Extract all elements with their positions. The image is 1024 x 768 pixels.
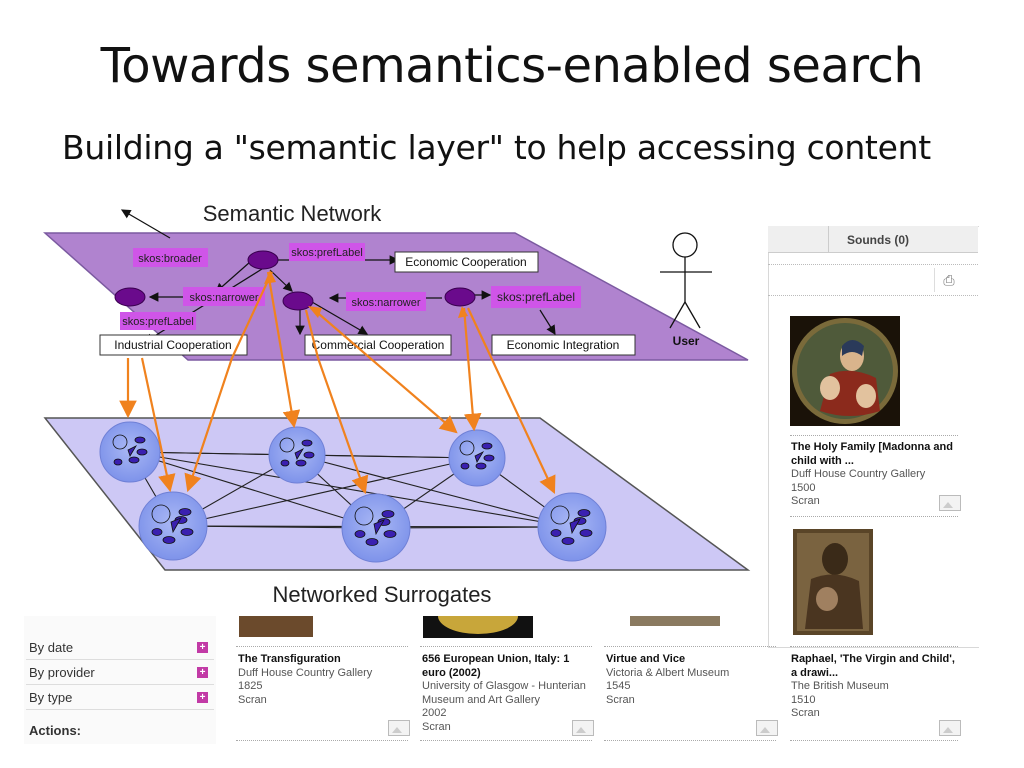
- image-placeholder-icon[interactable]: [939, 495, 961, 511]
- result-source: Scran: [791, 707, 820, 719]
- facet-panel: [24, 616, 216, 744]
- result-thumbnail[interactable]: [790, 316, 900, 426]
- user-label: User: [673, 334, 700, 348]
- concept-label: Economic Cooperation: [405, 255, 526, 269]
- expand-plus-icon[interactable]: +: [197, 642, 208, 653]
- slide-subtitle: Building a "semantic layer" to help acce…: [62, 128, 931, 167]
- result-title[interactable]: Virtue and Vice: [606, 653, 686, 665]
- result-source: Scran: [606, 693, 635, 706]
- divider: [236, 646, 408, 647]
- relation-label: skos:broader: [138, 253, 202, 265]
- result-card[interactable]: Raphael, 'The Virgin and Child', a drawi…: [791, 653, 963, 721]
- divider: [790, 740, 958, 741]
- result-thumbnail[interactable]: [239, 616, 313, 637]
- divider: [604, 740, 776, 741]
- concept-label: Economic Integration: [507, 338, 620, 352]
- expand-plus-icon[interactable]: +: [197, 667, 208, 678]
- result-card[interactable]: The Transfiguration Duff House Country G…: [238, 653, 410, 707]
- relation-label: skos:narrower: [189, 292, 258, 304]
- semantic-layer-diagram: Semantic Network User skos:broader skos:…: [43, 201, 751, 607]
- result-thumbnail[interactable]: [793, 529, 873, 635]
- result-provider: University of Glasgow - Hunterian Museum…: [422, 680, 586, 706]
- image-placeholder-icon[interactable]: [939, 720, 961, 736]
- semantic-network-title: Semantic Network: [203, 201, 383, 226]
- result-year: 2002: [422, 707, 447, 719]
- divider: [604, 646, 776, 647]
- divider: [420, 740, 592, 741]
- relation-label: skos:prefLabel: [122, 316, 194, 328]
- divider: [790, 435, 958, 436]
- image-placeholder-icon[interactable]: [388, 720, 410, 736]
- result-source: Scran: [238, 693, 267, 706]
- relation-label: skos:prefLabel: [497, 290, 575, 304]
- results-toolbar: [768, 264, 978, 296]
- result-card[interactable]: The Holy Family [Madonna and child with …: [791, 441, 961, 509]
- image-placeholder-icon[interactable]: [572, 720, 594, 736]
- result-card[interactable]: Virtue and Vice Victoria & Albert Museum…: [606, 653, 778, 707]
- result-year: 1825: [238, 680, 263, 692]
- result-card[interactable]: 656 European Union, Italy: 1 euro (2002)…: [422, 653, 594, 734]
- result-source: Scran: [422, 720, 451, 733]
- concept-label: Industrial Cooperation: [114, 338, 231, 352]
- result-title[interactable]: The Holy Family [Madonna and child with …: [791, 441, 953, 467]
- result-year: 1510: [791, 693, 816, 706]
- networked-surrogates-title: Networked Surrogates: [273, 582, 492, 607]
- divider: [420, 646, 592, 647]
- expand-plus-icon[interactable]: +: [197, 692, 208, 703]
- image-placeholder-icon[interactable]: [756, 720, 778, 736]
- printer-icon[interactable]: ⎙: [934, 268, 963, 292]
- result-provider: Victoria & Albert Museum: [606, 666, 730, 679]
- user-icon: [660, 232, 712, 329]
- result-thumbnail[interactable]: [630, 616, 720, 626]
- divider: [790, 516, 958, 517]
- divider: [236, 740, 408, 741]
- relation-label: skos:narrower: [351, 297, 420, 309]
- result-title[interactable]: Raphael, 'The Virgin and Child', a drawi…: [791, 653, 955, 679]
- result-provider: Duff House Country Gallery: [238, 666, 373, 679]
- tab-bar: [768, 226, 978, 253]
- concept-nodes: [114, 250, 476, 311]
- facet-by-date[interactable]: By date +: [26, 635, 214, 660]
- result-year: 1500: [791, 481, 816, 494]
- actions-label: Actions:: [29, 723, 81, 738]
- divider: [790, 646, 958, 647]
- result-provider: The British Museum: [791, 680, 889, 692]
- result-year: 1545: [606, 680, 631, 692]
- result-thumbnail[interactable]: [423, 616, 533, 638]
- tab-sounds[interactable]: Sounds (0): [828, 226, 979, 252]
- result-title[interactable]: 656 European Union, Italy: 1 euro (2002): [422, 653, 570, 679]
- facet-label: By type: [29, 690, 73, 705]
- result-source: Scran: [791, 495, 820, 507]
- slide-title: Towards semantics-enabled search: [100, 38, 924, 94]
- facet-by-provider[interactable]: By provider +: [26, 660, 214, 685]
- relation-label: skos:prefLabel: [291, 247, 363, 259]
- facet-by-type[interactable]: By type +: [26, 685, 214, 710]
- facet-label: By date: [29, 640, 74, 655]
- concept-label: Commercial Cooperation: [312, 338, 445, 352]
- facet-label: By provider: [29, 665, 95, 680]
- result-title[interactable]: The Transfiguration: [238, 653, 341, 665]
- result-provider: Duff House Country Gallery: [791, 468, 926, 480]
